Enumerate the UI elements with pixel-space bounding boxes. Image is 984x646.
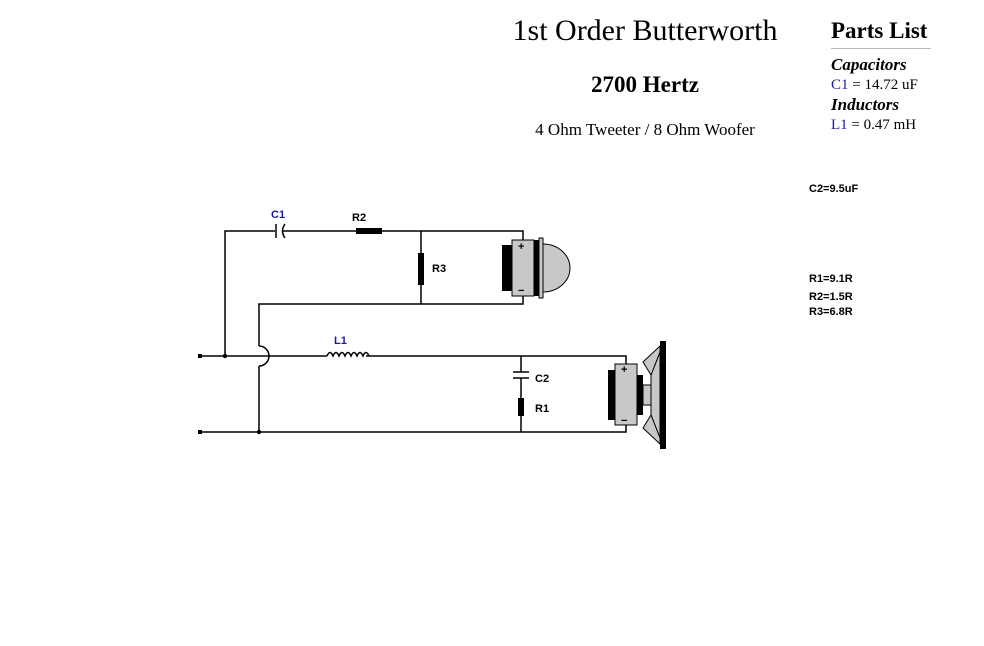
label-c2: C2: [535, 373, 549, 385]
driver-configuration: 4 Ohm Tweeter / 8 Ohm Woofer: [535, 120, 755, 139]
label-r3: R3: [432, 263, 446, 275]
capacitor-c1: [275, 223, 286, 239]
label-c1: C1: [271, 209, 285, 221]
capacitors-heading: Capacitors: [831, 55, 907, 74]
c1-value: = 14.72 uF: [852, 77, 918, 93]
note-c2: C2=9.5uF: [809, 183, 859, 195]
woofer-plus: +: [621, 364, 627, 376]
junction-positive: [222, 353, 228, 359]
diagram-title: 1st Order Butterworth: [512, 14, 778, 47]
resistor-r3: [418, 253, 424, 285]
input-terminal-negative: [198, 430, 202, 434]
label-r2: R2: [352, 212, 366, 224]
parts-list-divider: [831, 48, 931, 49]
l1-ref: L1: [831, 117, 848, 133]
tweeter-minus: −: [518, 285, 524, 297]
tweeter-driver: + −: [502, 237, 571, 299]
wires: [200, 230, 627, 433]
inductors-heading: Inductors: [831, 95, 900, 114]
parts-list-title: Parts List: [831, 18, 928, 43]
junctions: [198, 353, 262, 435]
l1-value: = 0.47 mH: [851, 117, 917, 133]
inductor-l1: [326, 351, 370, 358]
input-terminal-positive: [198, 354, 202, 358]
wire-r2-tweeter: [382, 230, 524, 240]
wire-tweeter-feed: [224, 230, 275, 356]
woofer-minus: −: [621, 415, 627, 427]
label-l1: L1: [334, 335, 347, 347]
capacitor-c2: [513, 371, 529, 379]
woofer-driver: + −: [608, 341, 666, 449]
wire-l1-woofer: [366, 355, 627, 364]
resistor-r2: [356, 228, 382, 234]
label-r1: R1: [535, 403, 549, 415]
note-r1: R1=9.1R: [809, 273, 853, 285]
l1-entry: L1 = 0.47 mH: [831, 115, 971, 135]
junction-negative: [256, 429, 262, 435]
note-r2: R2=1.5R: [809, 291, 853, 303]
c1-entry: C1 = 14.72 uF: [831, 75, 971, 95]
wire-input-negative: [200, 425, 627, 433]
c1-ref: C1: [831, 77, 849, 93]
crossover-frequency: 2700 Hertz: [591, 72, 699, 97]
wire-tweeter-return: [258, 294, 524, 346]
resistor-r1: [518, 398, 524, 416]
tweeter-plus: +: [518, 241, 524, 253]
note-r3: R3=6.8R: [809, 306, 853, 318]
parts-list: Parts List Capacitors C1 = 14.72 uF Indu…: [831, 18, 971, 135]
